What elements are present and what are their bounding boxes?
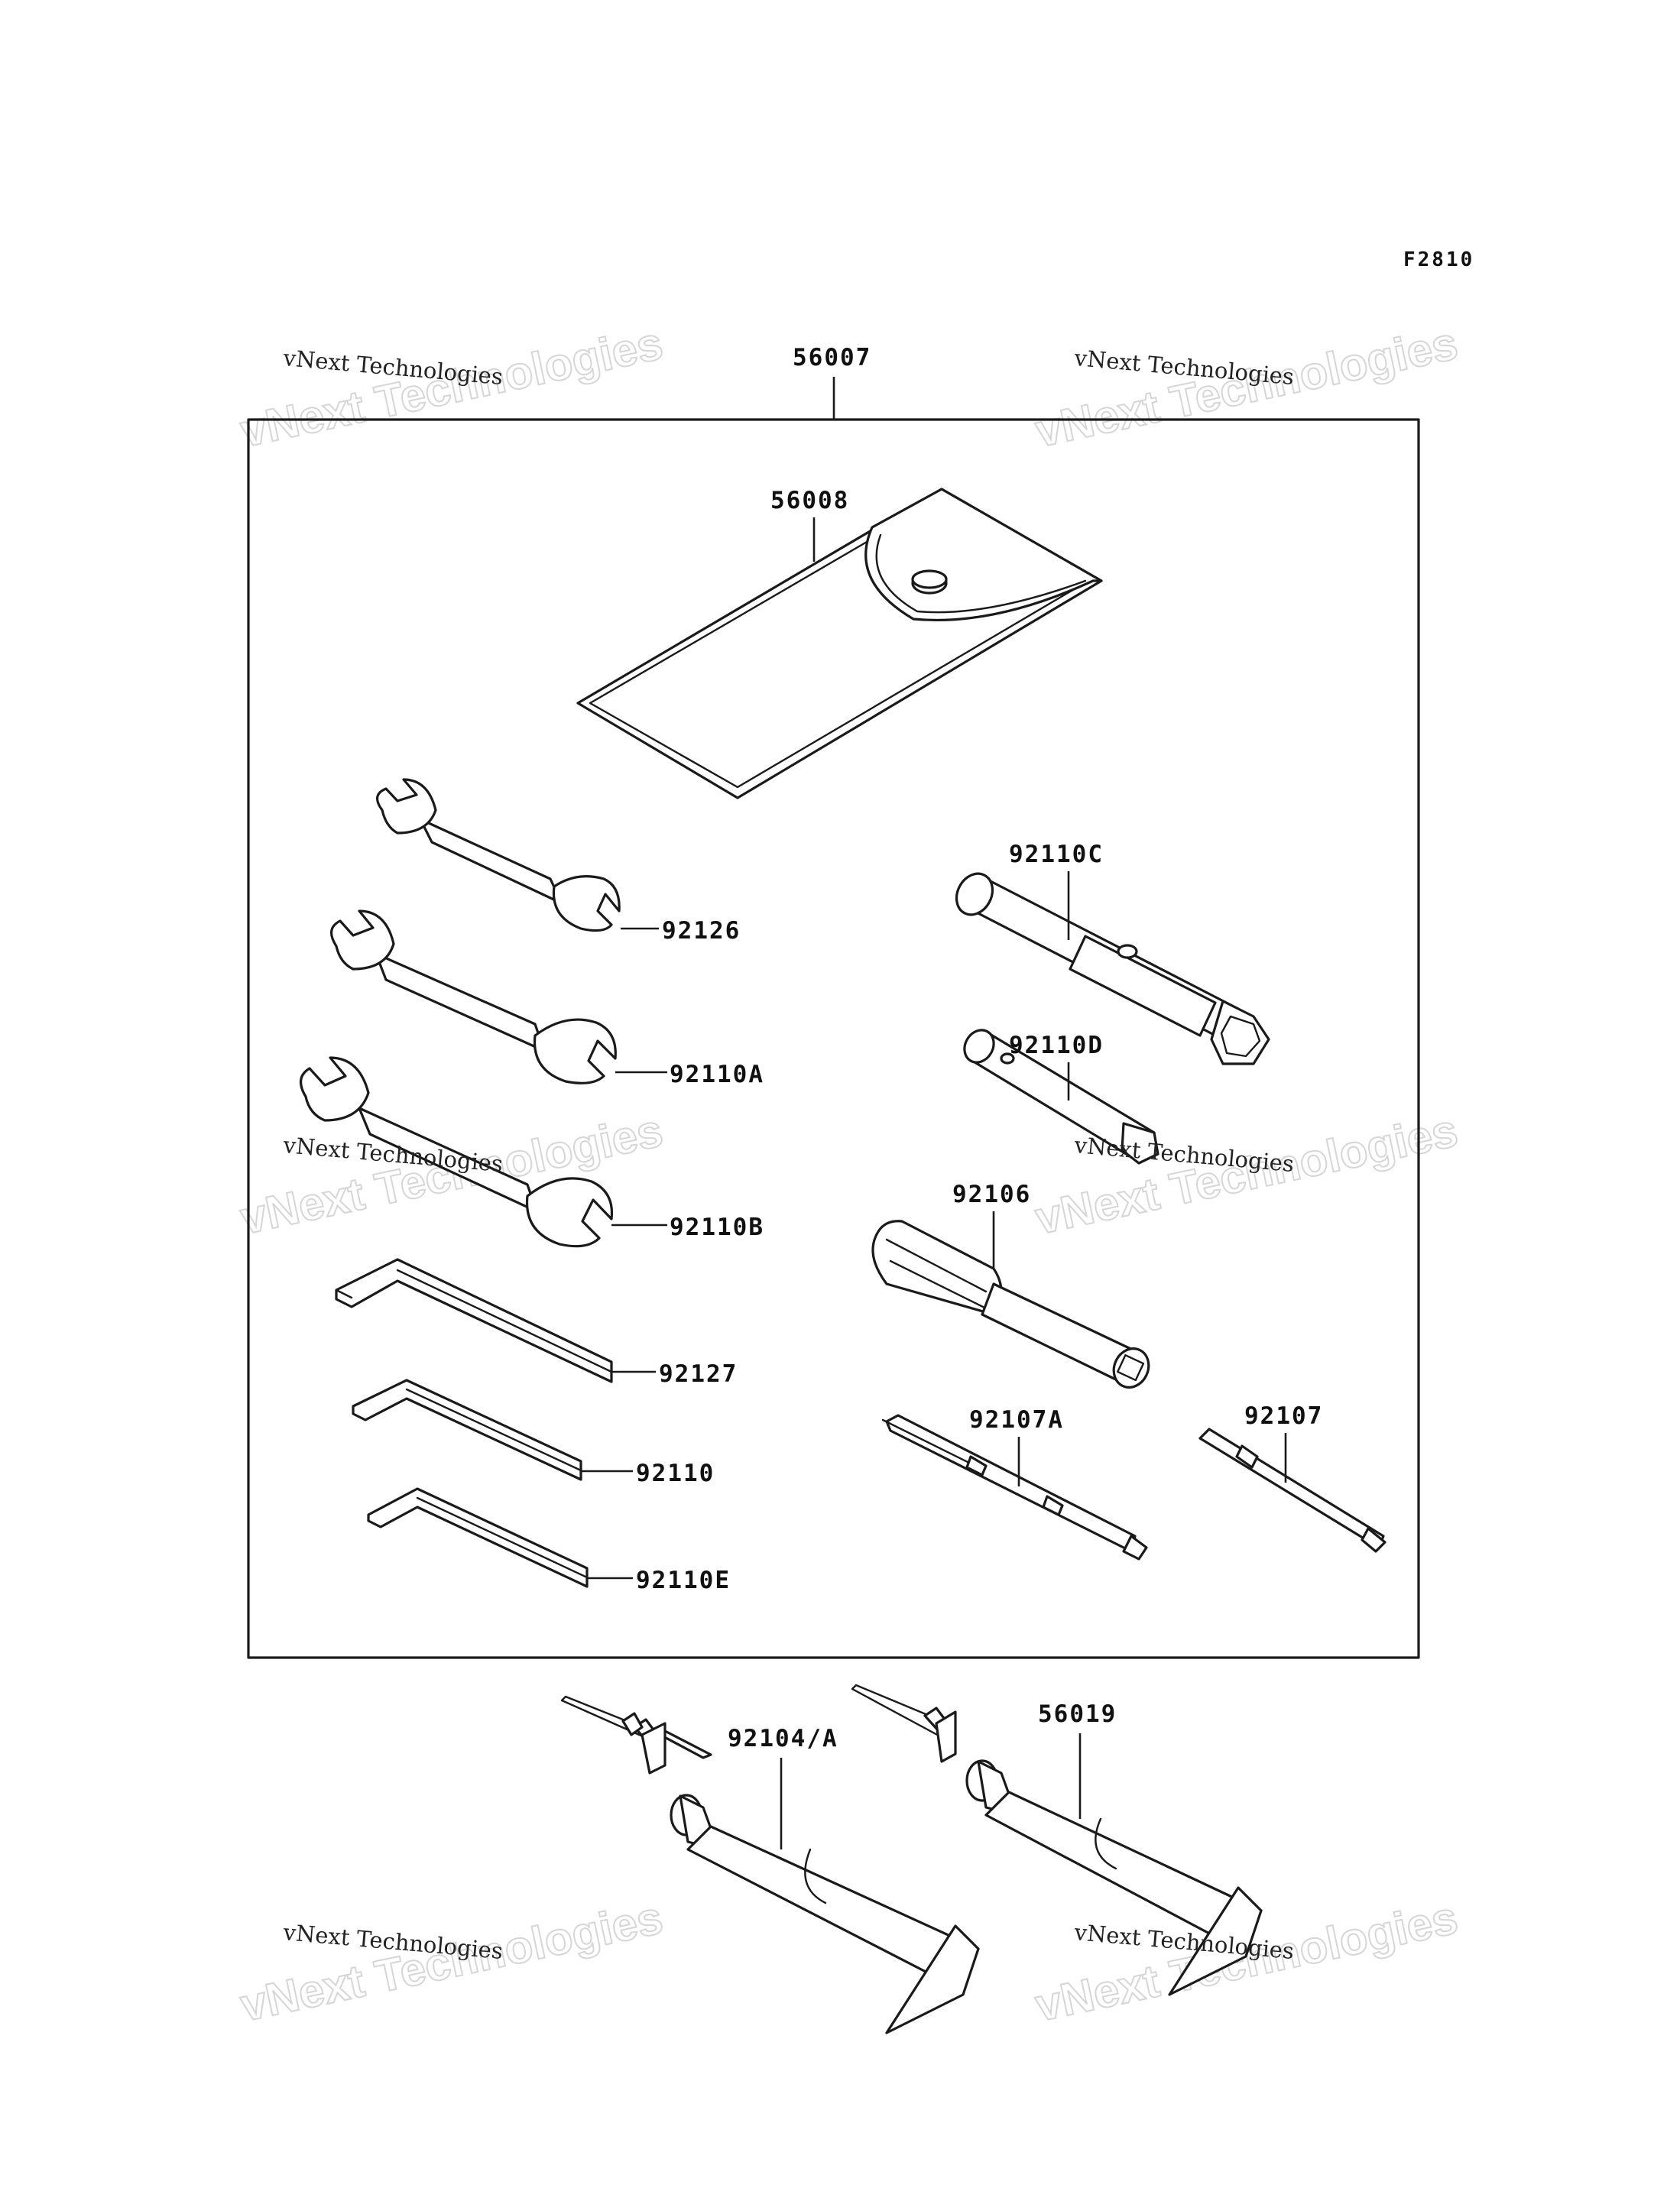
figure-code: F2810 [1403,248,1474,271]
hex-key-92127-drawing [335,1258,613,1383]
label-56019: 56019 [1038,1700,1117,1728]
driver-bit-92107-drawing [1198,1428,1386,1553]
label-56008: 56008 [770,487,849,514]
tube-92104A-drawing [560,1695,980,2034]
tool-bag-drawing [576,488,1103,799]
plug-wrench-92110C-drawing [955,872,1270,1065]
label-92127: 92127 [659,1360,738,1388]
label-92126: 92126 [662,917,741,945]
label-92110A: 92110A [670,1061,764,1088]
watermark-large: vNext Technologies [236,1891,667,2031]
label-92110: 92110 [636,1460,715,1487]
driver-bit-92107A-drawing [881,1414,1148,1561]
handle-92110D-drawing [963,1029,1159,1165]
wrench-92110A-drawing [330,909,617,1084]
label-92110E: 92110E [636,1567,731,1594]
label-92110C: 92110C [1009,841,1104,868]
label-92110D: 92110D [1009,1032,1104,1059]
label-92104A: 92104/A [728,1725,838,1752]
label-92110B: 92110B [670,1214,764,1241]
tube-56019-drawing [851,1684,1263,1996]
label-56007: 56007 [793,344,871,371]
watermark-large: vNext Technologies [236,317,667,456]
watermark-large: vNext Technologies [236,1104,667,1243]
label-92107: 92107 [1244,1402,1323,1430]
label-92106: 92106 [952,1181,1031,1208]
wrench-92126-drawing [376,778,621,932]
driver-handle-92106-drawing [871,1220,1150,1389]
wrench-92110B-drawing [300,1056,614,1248]
hex-key-92110E-drawing [367,1487,589,1588]
hex-key-92110-drawing [352,1379,582,1481]
label-92107A: 92107A [969,1406,1064,1434]
watermark-large: vNext Technologies [1031,317,1462,456]
